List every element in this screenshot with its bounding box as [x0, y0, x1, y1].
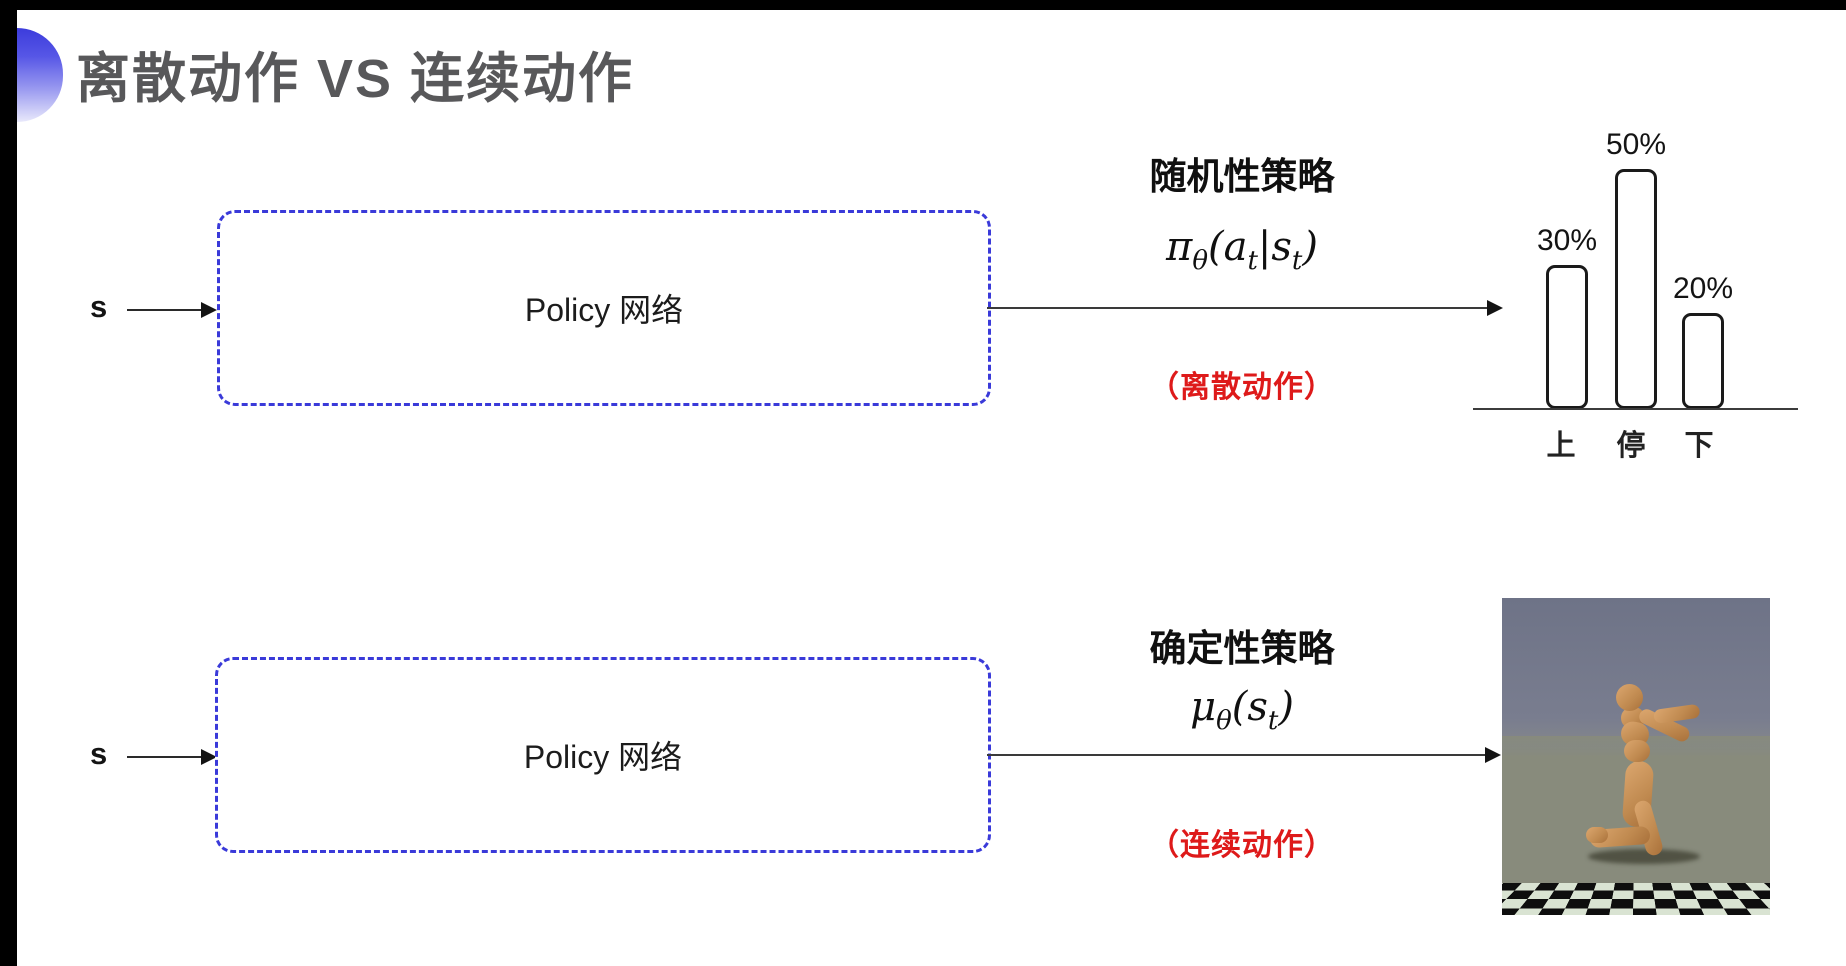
bar-column: 20% — [1661, 112, 1745, 409]
deterministic-policy-title: 确定性策略 — [1149, 628, 1335, 669]
formula-subscript: t — [1247, 246, 1258, 276]
deterministic-policy-formula: μθ(st) — [1117, 684, 1367, 736]
formula-subscript: t — [1267, 706, 1279, 736]
robot-forearm — [1653, 703, 1701, 724]
top-output-arrowhead-icon — [1487, 300, 1503, 316]
top-output-arrow-line — [987, 307, 1489, 309]
formula-text: |s — [1257, 224, 1292, 270]
formula-text: (a — [1207, 224, 1248, 270]
page-title: 离散动作 VS 连续动作 — [76, 49, 635, 109]
formula-text: ) — [1278, 684, 1294, 730]
category-label-up: 上 — [1546, 430, 1576, 462]
discrete-action-caption: （离散动作） — [1149, 371, 1335, 404]
humanoid-robot-image — [1502, 598, 1770, 915]
top-policy-box-label: Policy 网络 — [524, 292, 684, 328]
bar-column: 50% — [1594, 112, 1678, 409]
robot-foot — [1586, 827, 1608, 843]
formula-text: ) — [1302, 224, 1318, 270]
category-label-stop: 停 — [1616, 430, 1646, 462]
checkerboard-floor — [1502, 883, 1770, 915]
formula-symbol: π — [1166, 224, 1193, 270]
robot-head — [1616, 684, 1643, 711]
bar-value-label: 30% — [1536, 224, 1598, 257]
action-probability-bar-chart: 30% 50% 20% 上 停 下 — [1473, 112, 1803, 462]
formula-text: (s — [1231, 684, 1268, 730]
bar-value-label: 50% — [1605, 128, 1667, 161]
bar-value-label: 20% — [1672, 272, 1734, 305]
bar-up — [1546, 265, 1588, 409]
chart-baseline — [1473, 408, 1798, 410]
bar-column: 30% — [1525, 112, 1609, 409]
robot-shadow — [1588, 849, 1700, 864]
top-input-arrowhead-icon — [201, 302, 217, 318]
formula-subscript: t — [1291, 246, 1303, 276]
bottom-output-arrow-line — [987, 754, 1487, 756]
stochastic-policy-formula: πθ(at|st) — [1117, 224, 1367, 276]
formula-subscript: θ — [1216, 706, 1232, 736]
bottom-input-arrow-line — [127, 756, 205, 758]
top-policy-network-box: Policy 网络 — [217, 210, 991, 406]
bottom-input-arrowhead-icon — [201, 749, 217, 765]
top-state-label: s — [90, 289, 108, 324]
bottom-state-label: s — [90, 736, 108, 771]
formula-symbol: μ — [1190, 684, 1217, 730]
bottom-policy-network-box: Policy 网络 — [215, 657, 991, 853]
category-label-down: 下 — [1684, 430, 1714, 462]
robot-abdomen — [1624, 740, 1650, 762]
stochastic-policy-title: 随机性策略 — [1149, 156, 1335, 197]
continuous-action-caption: （连续动作） — [1149, 829, 1335, 862]
top-input-arrow-line — [127, 309, 205, 311]
bar-down — [1682, 313, 1724, 409]
bottom-output-arrowhead-icon — [1485, 747, 1501, 763]
formula-subscript: θ — [1192, 246, 1208, 276]
bar-stop — [1615, 169, 1657, 409]
bottom-policy-box-label: Policy 网络 — [523, 739, 683, 775]
